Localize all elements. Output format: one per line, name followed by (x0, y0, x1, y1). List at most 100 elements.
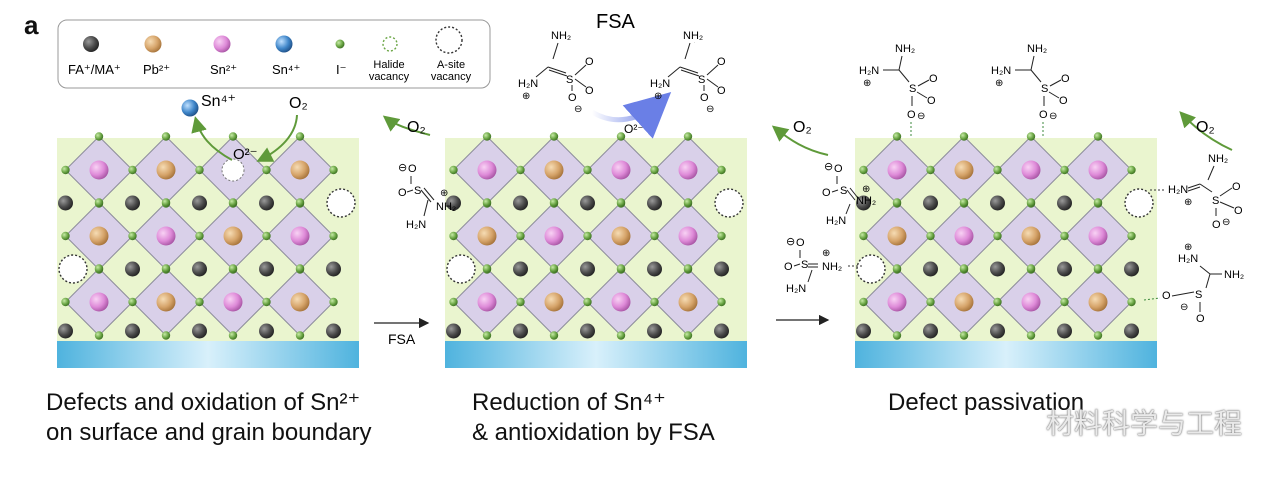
iodide-ion (1093, 132, 1103, 141)
molecule-atom: O (585, 85, 594, 97)
caption-panel-2: Reduction of Sn⁴⁺ & antioxidation by FSA (472, 388, 715, 448)
iodide-ion (94, 198, 104, 207)
bond (898, 69, 910, 83)
molecule-atom: O (700, 92, 709, 104)
a-site-vacancy (1124, 188, 1154, 218)
iodide-ion (195, 297, 204, 307)
iodide-ion (329, 165, 338, 175)
molecule-atom: O (1162, 290, 1171, 302)
iodide-ion (549, 198, 559, 207)
lead-ion (544, 292, 564, 312)
bond (1049, 79, 1062, 87)
molecule-atom: O (929, 73, 938, 85)
molecule-atom: O (1212, 219, 1221, 231)
o2-release-arrow-2 (382, 115, 431, 136)
a-site-cation (446, 323, 461, 339)
iodide-ion (1093, 331, 1103, 340)
legend-label-lead: Pb²⁺ (143, 62, 170, 77)
iodide-ion (1026, 198, 1036, 207)
molecule-atom: S (801, 259, 808, 271)
iodide-ion (717, 231, 726, 241)
a-site-cation (1124, 323, 1139, 339)
iodide-ion (650, 165, 659, 175)
tin2-ion (290, 226, 310, 246)
bond (846, 189, 856, 201)
iodide-ion (683, 264, 693, 273)
fsa-oxidation-arrow (590, 91, 672, 139)
lead-ion (156, 160, 176, 180)
bond (679, 66, 699, 74)
bond (849, 187, 859, 199)
molecule-atom: ⊖ (786, 236, 795, 248)
molecule-atom: ⊕ (862, 184, 870, 195)
molecule-atom: O (408, 163, 417, 175)
molecule-atom: ⊕ (1184, 242, 1192, 253)
iodide-ion (549, 264, 559, 273)
legend-iodide-icon (335, 39, 345, 49)
molecule-atom: ⊕ (1184, 197, 1192, 208)
spacer: S (694, 42, 695, 44)
bond (548, 69, 568, 77)
tin2-ion (477, 292, 497, 312)
iodide-ion (128, 231, 137, 241)
iodide-ion (94, 331, 104, 340)
molecule-atom: O (1232, 181, 1241, 193)
watermark: 材料科学与工程 (1045, 408, 1242, 439)
iodide-ion (449, 165, 458, 175)
bond (667, 66, 681, 78)
iodide-ion (1093, 264, 1103, 273)
molecule-atom: O (834, 163, 843, 175)
iodide-ion (161, 198, 171, 207)
a-site-cation (326, 323, 341, 339)
legend-cation-icon (83, 36, 99, 52)
iodide-ion (295, 264, 305, 273)
sn4-ion-icon (181, 99, 199, 117)
molecule-atom: S (566, 74, 573, 86)
molecule-atom: O (717, 85, 726, 97)
bond (1199, 265, 1211, 275)
tin2-ion (1021, 160, 1041, 180)
iodide-ion (94, 132, 104, 141)
a-site-vacancy (446, 254, 476, 284)
molecule-atom: O (1061, 73, 1070, 85)
tin2-ion (477, 160, 497, 180)
o2-label-3a: O₂ (793, 119, 812, 136)
iodide-ion (892, 331, 902, 340)
a-site-cation (990, 323, 1005, 339)
a-site-vacancy (58, 254, 88, 284)
iodide-ion (128, 165, 137, 175)
metal-vacancy (221, 158, 245, 182)
molecule-atom: H₂N (1178, 253, 1198, 265)
iodide-ion (1060, 297, 1069, 307)
iodide-ion (94, 264, 104, 273)
a-site-vacancy (714, 188, 744, 218)
caption-panel-2-line-2: & antioxidation by FSA (472, 419, 715, 446)
molecule-atom: ⊖ (706, 104, 714, 115)
bond (1219, 201, 1235, 209)
panel-1-lattice (57, 132, 359, 368)
hydrogen-bond (1143, 297, 1161, 301)
bond (1171, 291, 1195, 297)
a-site-cation (513, 323, 528, 339)
iodide-ion (650, 297, 659, 307)
a-site-cation (1057, 195, 1072, 211)
iodide-ion (262, 231, 271, 241)
panel-label: a (24, 10, 39, 40)
substrate (855, 341, 1157, 368)
iodide-ion (549, 132, 559, 141)
a-site-cation (647, 323, 662, 339)
molecule-atom: H₂N (1168, 184, 1188, 196)
iodide-ion (892, 264, 902, 273)
molecule-atom: NH₂ (551, 30, 571, 42)
panel-1-annotations: Sn⁴⁺ O₂ O²⁻ (181, 93, 308, 163)
molecule-atom: O (927, 95, 936, 107)
molecule-atom: H₂N (991, 65, 1011, 77)
process-arrow-1: FSA (374, 317, 430, 347)
legend-asite-vacancy-icon (435, 26, 463, 54)
iodide-ion (1026, 132, 1036, 141)
a-site-cation (259, 195, 274, 211)
bond (574, 78, 587, 88)
legend-halide-vacancy-icon (382, 36, 398, 52)
a-site-cation (192, 261, 207, 277)
